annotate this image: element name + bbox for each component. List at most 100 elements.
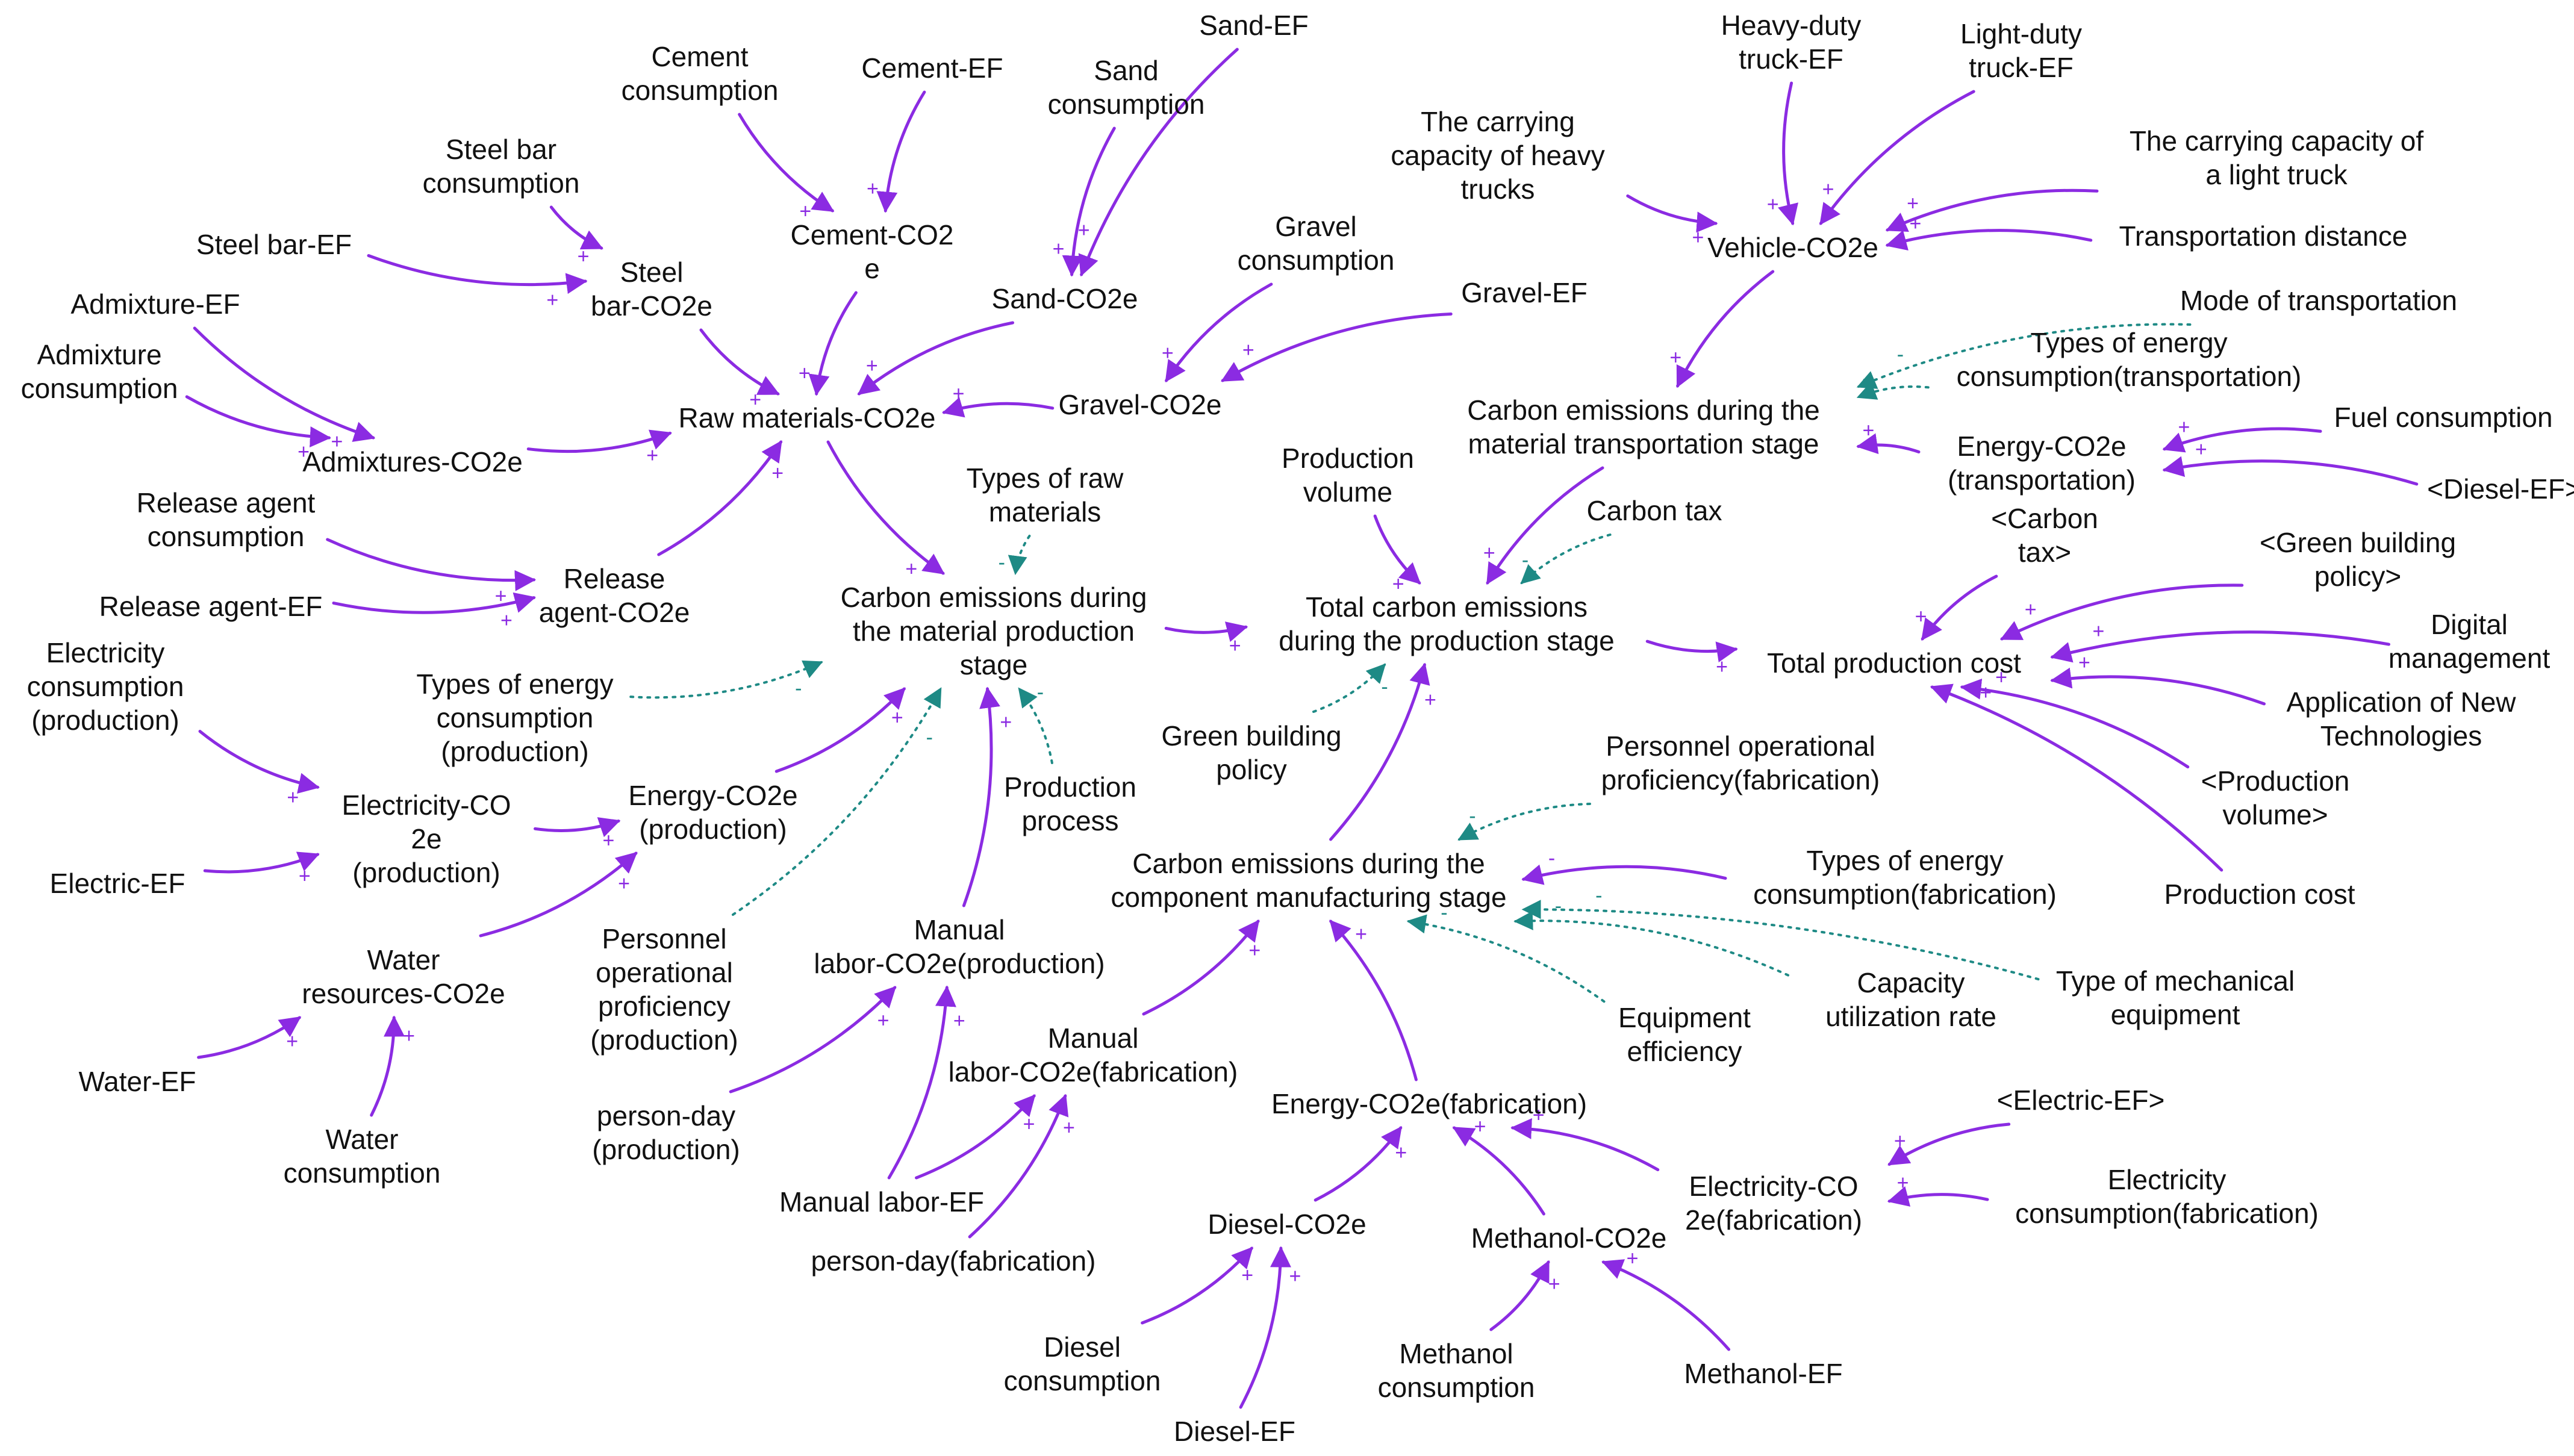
link-mode-transportation-to-ce-material-transportation [1856,323,2192,389]
polarity-sign: + [546,288,558,311]
link-release-agent-ef-to-release-agent-co2e [332,592,536,614]
node-total-production-cost: Total production cost [1767,647,2021,679]
link-gravel-ef-to-gravel-co2e [1221,312,1453,382]
polarity-sign: + [287,786,299,809]
polarity-sign: + [2178,415,2190,438]
polarity-sign: - [1381,676,1388,698]
link-admixtures-co2e-to-raw-materials-co2e [526,429,672,453]
polarity-sign: + [1053,238,1065,261]
node-diesel-consumption: Diesel consumption [1003,1331,1161,1396]
link-person-day-fabrication-to-manual-labor-co2e-fabrication [968,1094,1069,1239]
polarity-sign: - [1595,884,1602,907]
polarity-sign: + [1767,193,1779,216]
polarity-sign: + [578,245,590,268]
link-capacity-light-truck-to-vehicle-co2e [1885,188,2099,232]
polarity-sign: - [1037,681,1044,704]
link-manual-labor-ef-to-manual-labor-co2e-production [887,985,956,1180]
node-heavy-truck-ef: Heavy-duty truck-EF [1721,10,1862,75]
node-equipment-efficiency: Equipment efficiency [1618,1002,1751,1067]
node-person-day-fabrication: person-day(fabrication) [811,1245,1096,1277]
link-methanol-co2e-to-energy-co2e-fabrication [1452,1126,1545,1216]
polarity-sign: + [1548,1272,1560,1295]
link-capacity-utilization-to-ce-component-manufacturing [1513,910,1789,977]
link-admixture-consumption-to-admixtures-co2e [185,395,331,448]
node-types-energy-production: Types of energy consumption (production) [416,668,614,767]
link-release-agent-consumption-to-release-agent-co2e [326,538,536,591]
polarity-sign: + [1915,605,1927,628]
link-manual-labor-ef-to-manual-labor-co2e-fabrication [915,1094,1036,1180]
node-personnel-proficiency-fabrication: Personnel operational proficiency(fabric… [1601,730,1880,795]
node-admixture-ef: Admixture-EF [70,288,240,320]
node-methanol-co2e: Methanol-CO2e [1471,1222,1667,1254]
link-carbon-tax-shadow-to-total-production-cost [1921,574,1998,641]
node-energy-co2e-production: Energy-CO2e (production) [628,780,798,845]
node-electricity-consumption-fabrication: Electricity consumption(fabrication) [2015,1164,2319,1229]
link-production-cost-to-total-production-cost [1930,683,2223,872]
node-sand-co2e: Sand-CO2e [991,283,1138,314]
link-types-energy-fabrication-to-ce-component-manufacturing [1521,864,1727,885]
polarity-sign: + [403,1025,415,1048]
node-methanol-ef: Methanol-EF [1684,1358,1843,1389]
polarity-sign: + [286,1030,298,1053]
node-capacity-utilization: Capacity utilization rate [1825,967,1996,1032]
polarity-sign: + [2078,651,2090,674]
link-ce-material-production-to-total-ce-production [1164,621,1248,642]
link-steel-bar-consumption-to-steel-bar-co2e [549,205,603,250]
polarity-sign: + [891,706,903,729]
link-production-volume-shadow-to-total-production-cost [1960,678,2190,769]
node-personnel-proficiency-production: Personnel operational proficiency (produ… [590,923,738,1056]
polarity-sign: + [2025,599,2037,621]
node-light-truck-ef: Light-duty truck-EF [1960,18,2083,83]
node-application-new-tech: Application of New Technologies [2286,686,2516,751]
node-electricity-consumption-production: Electricity consumption (production) [26,637,184,736]
link-cement-ef-to-cement-co2e [876,90,926,213]
link-production-volume-to-total-ce-production [1373,514,1421,585]
link-cement-co2e-to-raw-materials-co2e [808,291,858,396]
link-methanol-consumption-to-methanol-co2e [1489,1260,1550,1331]
polarity-sign: - [795,677,802,700]
node-sand-consumption: Sand consumption [1047,55,1205,120]
polarity-sign: - [999,551,1005,574]
node-production-cost: Production cost [2164,879,2355,910]
polarity-sign: + [799,200,811,223]
link-personnel-proficiency-fabrication-to-ce-component-manufacturing [1457,803,1591,841]
polarity-sign: - [1522,549,1529,572]
polarity-sign: + [1980,681,1992,704]
link-electric-ef-shadow-to-electricity-co2e-fabrication [1887,1122,2011,1166]
node-electricity-co2e-fabrication: Electricity-CO 2e(fabrication) [1684,1171,1863,1236]
polarity-sign: + [1716,655,1728,678]
link-steel-bar-co2e-to-raw-materials-co2e [699,328,780,396]
polarity-sign: + [905,558,917,580]
node-water-ef: Water-EF [78,1066,196,1097]
link-electricity-consumption-production-to-electricity-co2e-production [198,730,320,794]
node-steel-bar-ef: Steel bar-EF [196,229,352,260]
link-methanol-ef-to-methanol-co2e [1601,1259,1731,1351]
polarity-sign: + [1669,346,1681,369]
node-gravel-consumption: Gravel consumption [1237,211,1395,276]
polarity-sign: + [1242,339,1254,362]
polarity-sign: + [1907,192,1919,215]
polarity-sign: + [1248,939,1261,962]
polarity-sign: + [1395,1142,1407,1165]
node-fuel-consumption: Fuel consumption [2334,402,2553,433]
polarity-sign: + [1023,1113,1035,1136]
node-release-agent-co2e: Release agent-CO2e [538,563,690,628]
polarity-sign: + [1355,922,1367,945]
node-electric-ef-shadow: <Electric-EF> [1996,1084,2165,1116]
polarity-sign: + [618,873,630,895]
node-types-energy-fabrication: Types of energy consumption(fabrication) [1753,845,2057,910]
polarity-sign: + [1424,688,1436,711]
polarity-sign: + [1474,1115,1486,1138]
link-digital-management-to-total-production-cost [2050,630,2390,663]
node-gravel-ef: Gravel-EF [1461,277,1588,308]
link-electricity-co2e-production-to-energy-co2e-production [534,817,621,838]
link-vehicle-co2e-to-ce-material-transportation [1676,270,1775,388]
polarity-sign: - [1555,895,1562,918]
polarity-sign: + [299,865,311,888]
polarity-sign: + [1627,1247,1639,1270]
polarity-sign: + [749,388,761,411]
polarity-sign: + [1063,1116,1075,1139]
polarity-sign: - [1897,343,1904,366]
link-cement-consumption-to-cement-co2e [738,113,835,213]
link-capacity-heavy-trucks-to-vehicle-co2e [1626,194,1718,233]
